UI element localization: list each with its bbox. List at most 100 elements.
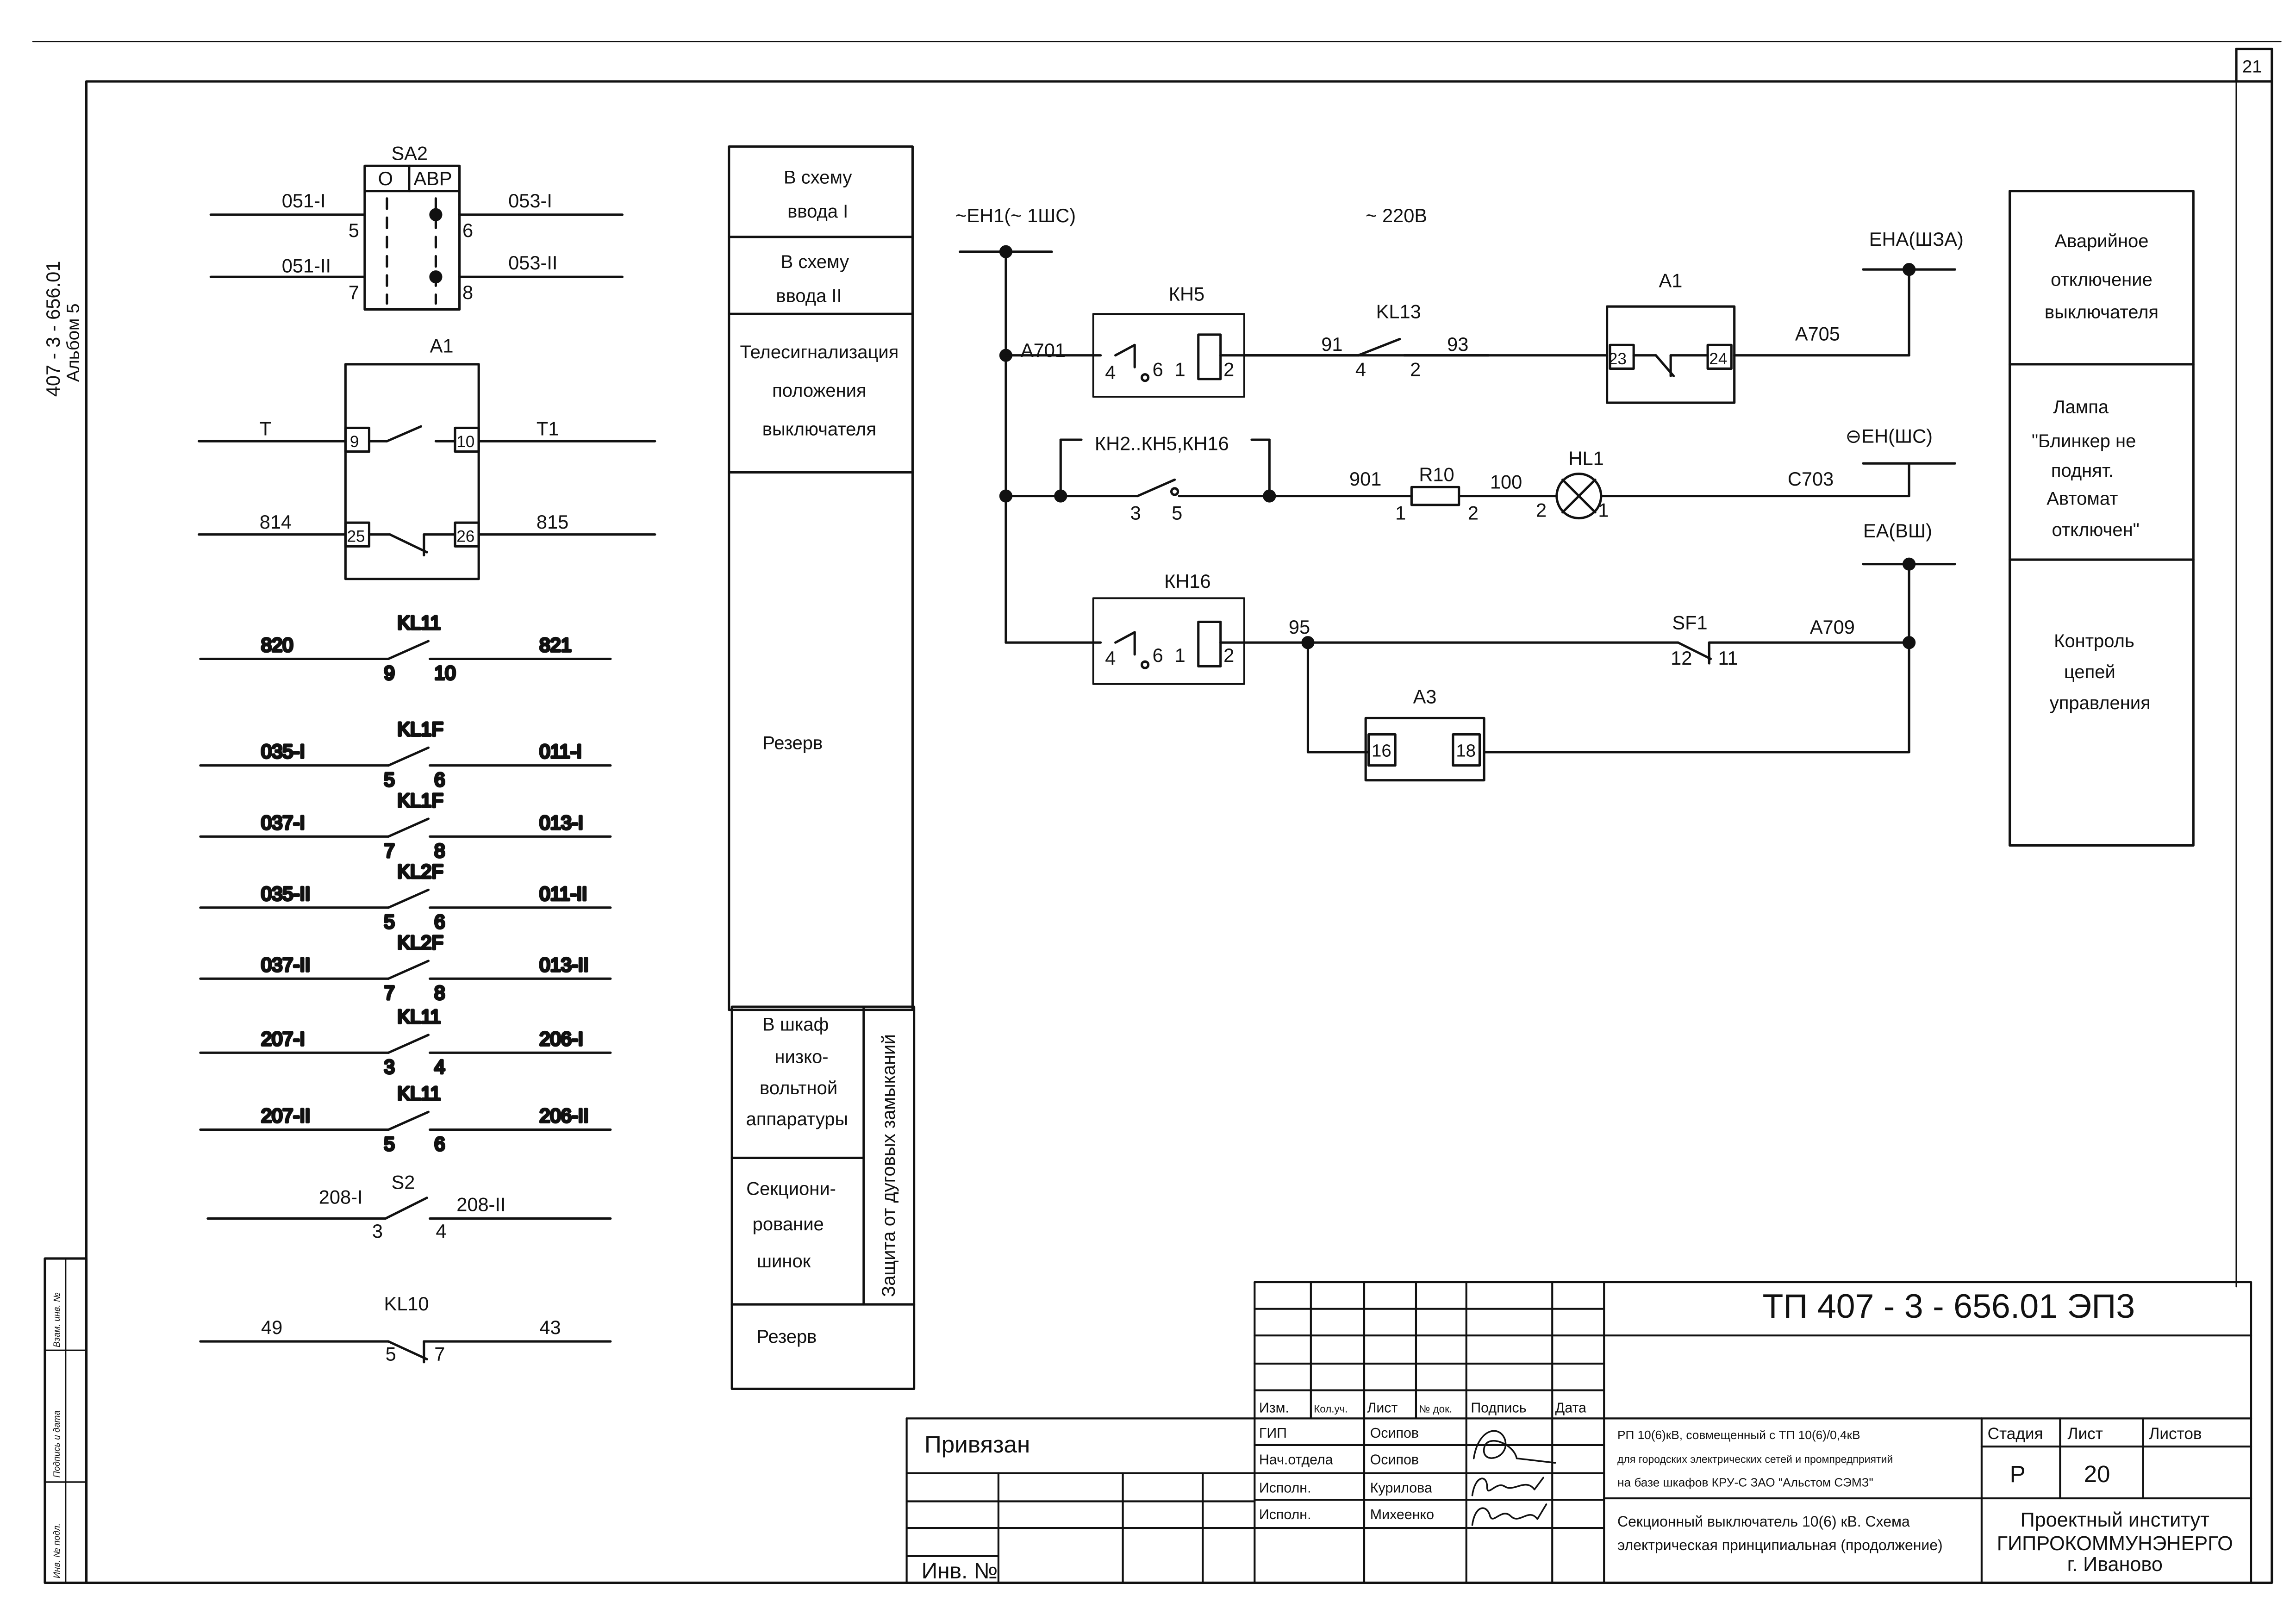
kl10-pin: 5: [386, 1343, 396, 1365]
sa2-col-avr: АВР: [413, 168, 452, 189]
wire-label: 95: [1289, 616, 1310, 638]
wire-label: 100: [1490, 471, 1522, 493]
wire-label-left: 037-II: [261, 954, 310, 975]
right-box-line: Контроль: [2054, 631, 2134, 651]
wire-label: 91: [1321, 333, 1342, 355]
kl10-ref: KL10: [384, 1293, 429, 1315]
relay-pin: 4: [1105, 362, 1116, 383]
device-pin: 18: [1456, 741, 1476, 761]
node-label: А701: [1021, 339, 1066, 361]
doc-code: ТП 407 - 3 - 656.01 ЭП3: [1762, 1287, 2135, 1325]
mid-box-line: Резерв: [757, 1327, 817, 1347]
right-box-line: отключение: [2051, 269, 2152, 290]
device-ref: A3: [1413, 686, 1437, 707]
sheet-line: электрическая принципиальная (продолжени…: [1617, 1537, 1943, 1553]
page-number: 21: [2242, 57, 2262, 77]
wire-label: С703: [1788, 468, 1834, 490]
sheet-value: 20: [2084, 1461, 2110, 1487]
mid-box-line: вольтной: [760, 1078, 837, 1098]
role-cell: ГИП: [1259, 1425, 1287, 1441]
lamp-ref: HL1: [1568, 447, 1603, 469]
mid-box-line: Резерв: [762, 733, 823, 754]
right-box-line: поднят.: [2051, 461, 2114, 481]
s2-wire: 208-I: [319, 1186, 363, 1208]
lamp-pin: 2: [1536, 499, 1547, 521]
resistor-ref: R10: [1419, 464, 1454, 486]
contact-ref: KL13: [1376, 301, 1421, 323]
switch-s2: [206, 1197, 612, 1220]
breaker-ref: SF1: [1672, 611, 1707, 633]
sa2-pin: 7: [349, 281, 359, 303]
right-box-line: "Блинкер не: [2032, 431, 2136, 451]
wire-label-right: 013-I: [539, 811, 583, 833]
sa2-pin: 6: [462, 219, 473, 241]
contact-ref: KL2F: [397, 860, 443, 882]
a1-pin: 26: [456, 528, 474, 546]
wire-label-left: 207-I: [261, 1028, 305, 1049]
a1-pin: 10: [456, 433, 474, 451]
contact-pin: 4: [434, 1056, 445, 1078]
wire-label-left: 035-I: [261, 741, 305, 762]
sa2-left-bot: 051-II: [282, 255, 331, 277]
mid-box-line: ввода II: [776, 286, 842, 306]
wire-label-left: 820: [261, 634, 293, 655]
role-cell: Исполн.: [1259, 1480, 1311, 1496]
side-doc-code: 407 - 3 - 656.01: [42, 261, 64, 397]
title-header: № док.: [1419, 1403, 1452, 1415]
wire-label-right: 206-I: [539, 1028, 583, 1049]
contact-ref: KL11: [397, 1083, 441, 1104]
contact-pin: 10: [434, 662, 455, 684]
s2-pin: 3: [372, 1220, 383, 1242]
bound-label: Привязан: [924, 1431, 1030, 1458]
project-line: РП 10(6)кВ, совмещенный с ТП 10(6)/0,4кВ: [1617, 1428, 1860, 1442]
device-pin: 16: [1372, 741, 1391, 761]
relay-pin: 1: [1175, 358, 1185, 380]
sa2-ref: SA2: [391, 142, 428, 164]
contact-pin: 5: [1172, 502, 1182, 524]
project-line: на базе шкафов КРУ-С ЗАО "Альстом СЭМЗ": [1617, 1476, 1873, 1490]
org-line: Проектный институт: [2021, 1509, 2209, 1531]
contact-pin: 5: [384, 769, 394, 791]
bus-label: ЕА(ВШ): [1863, 520, 1932, 542]
page-number-cell: [2235, 47, 2273, 83]
relay-pin: 4: [1105, 647, 1116, 669]
wire-label-right: 013-II: [539, 954, 588, 975]
wire-label: 901: [1349, 468, 1381, 490]
org-line: ГИПРОКОММУНЭНЕРГО: [1997, 1533, 2233, 1555]
relay-pin: 6: [1153, 644, 1163, 666]
name-cell: Осипов: [1370, 1425, 1419, 1441]
contact-kl10: [199, 1340, 612, 1364]
sheet-line: Секционный выключатель 10(6) кВ. Схема: [1617, 1513, 1910, 1530]
a1-ref: A1: [430, 335, 454, 356]
signature-marks: [1471, 1430, 1556, 1526]
wire-label-left: 035-II: [261, 883, 310, 904]
mid-box-line: Секциони-: [746, 1178, 836, 1199]
kl10-wire: 43: [539, 1316, 561, 1338]
contact-ref: KL1F: [397, 789, 443, 811]
contact-pin: 9: [384, 662, 394, 684]
org-line: г. Иваново: [2067, 1553, 2163, 1576]
bus-label: ⊖ЕН(ШС): [1846, 425, 1933, 447]
mid-box-line: шинок: [757, 1251, 811, 1272]
title-header: Изм.: [1259, 1400, 1289, 1416]
title-header: Лист: [1367, 1400, 1398, 1416]
stamp-label-3: Инв. № подл.: [52, 1523, 62, 1578]
contact-pin: 2: [1410, 358, 1421, 380]
wire-label-right: 011-II: [539, 883, 587, 904]
wire-label: 93: [1447, 333, 1468, 355]
right-box-line: Аварийное: [2054, 231, 2148, 251]
contact-pin: 7: [384, 982, 394, 1004]
contact-pin: 4: [1355, 358, 1366, 380]
control-circuit: [959, 245, 1956, 782]
a1-wire: T1: [537, 418, 559, 439]
wire-label-left: 037-I: [261, 811, 305, 833]
sa2-pin: 5: [349, 219, 359, 241]
relay-pin: 1: [1175, 644, 1185, 666]
contact-pin: 6: [434, 769, 445, 791]
contact-pin: 6: [434, 1133, 445, 1154]
sa2-pin: 8: [462, 281, 473, 303]
